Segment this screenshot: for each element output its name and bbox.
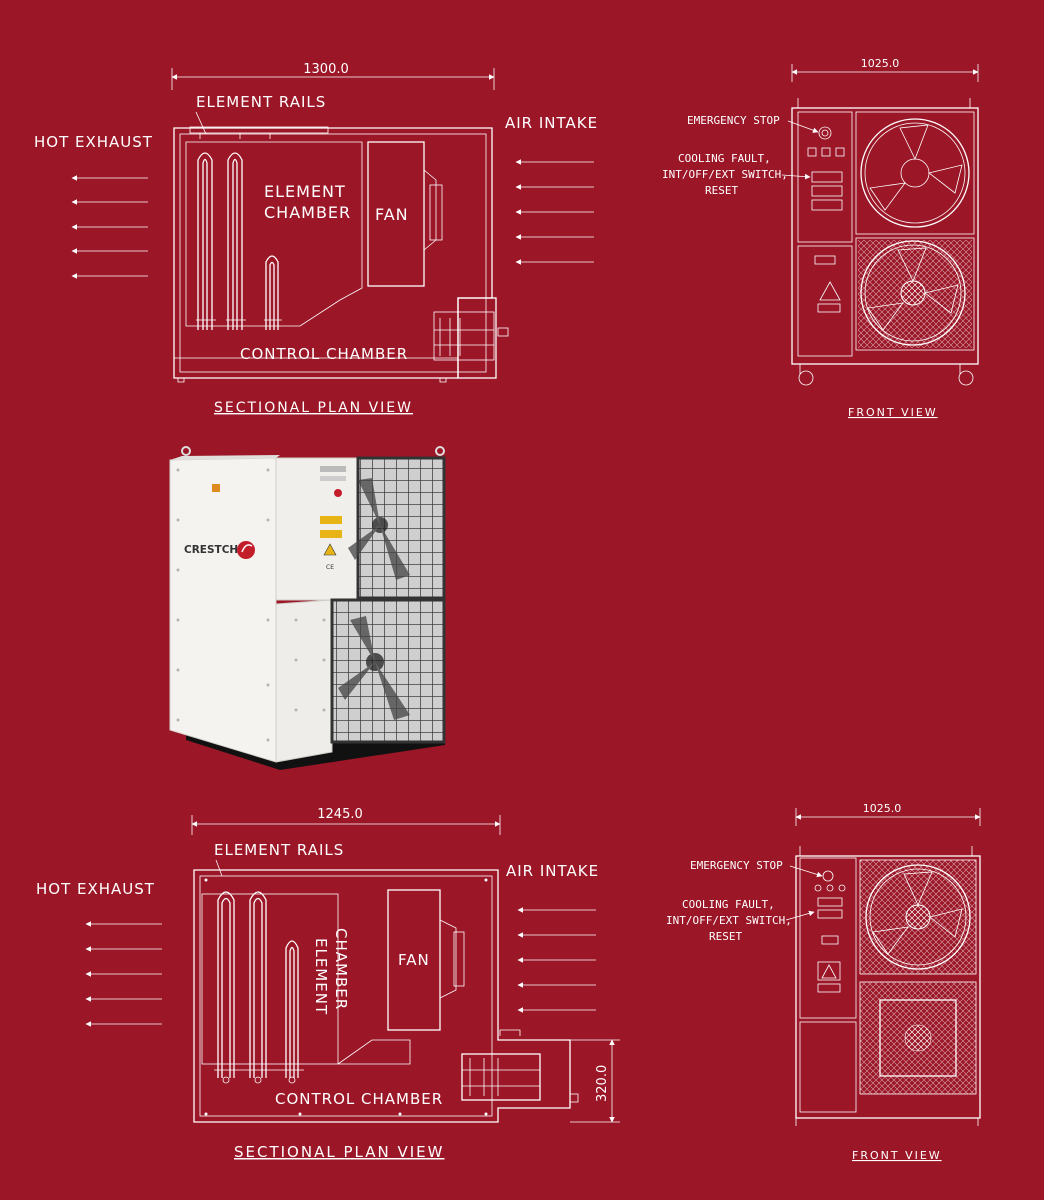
top-element-chamber-label-1: ELEMENT: [264, 182, 346, 201]
bottom-front-caption: FRONT VIEW: [852, 1149, 942, 1162]
bottom-cooling-fault-label-2: INT/OFF/EXT SWITCH,: [666, 914, 792, 927]
bottom-exhaust-arrows: [85, 921, 162, 1027]
top-section-caption: SECTIONAL PLAN VIEW: [214, 400, 413, 416]
top-cooling-fault-label-1: COOLING FAULT,: [678, 152, 771, 165]
top-fan-label: FAN: [375, 205, 409, 224]
ce-mark: CE: [326, 564, 334, 571]
bottom-section-caption: SECTIONAL PLAN VIEW: [234, 1143, 444, 1161]
bottom-front-view: 1025.0 EMERGENCY STOP COOLING FAULT, INT…: [666, 802, 981, 1162]
bottom-intake-arrows: [517, 907, 596, 1013]
bottom-emergency-stop-label: EMERGENCY STOP: [690, 859, 783, 872]
top-hot-exhaust-label: HOT EXHAUST: [34, 133, 153, 151]
bottom-cooling-fault-label-1: COOLING FAULT,: [682, 898, 775, 911]
bottom-air-intake-label: AIR INTAKE: [506, 862, 599, 880]
top-control-chamber-label: CONTROL CHAMBER: [240, 345, 408, 363]
bottom-control-chamber-label: CONTROL CHAMBER: [275, 1090, 443, 1108]
top-cooling-fault-label-3: RESET: [705, 184, 738, 197]
bottom-section-height-dim: 320.0: [595, 1065, 610, 1102]
bottom-element-chamber-label-2: CHAMBER: [332, 928, 350, 1010]
top-air-intake-label: AIR INTAKE: [505, 114, 598, 132]
crestchic-logo-text: CRESTCHIC: [184, 544, 250, 556]
top-cooling-fault-label-2: INT/OFF/EXT SWITCH,: [662, 168, 788, 181]
bottom-cooling-fault-label-3: RESET: [709, 930, 742, 943]
heating-elements: [196, 152, 282, 330]
top-element-rails-label: ELEMENT RAILS: [196, 93, 326, 111]
top-front-view: 1025.0 EMERGENCY STOP: [662, 57, 979, 419]
bottom-element-chamber-label-1: ELEMENT: [312, 938, 330, 1015]
top-front-width-dim: 1025.0: [861, 57, 900, 70]
top-element-chamber-label-2: CHAMBER: [264, 203, 351, 222]
crestchic-logo-icon: [237, 541, 255, 559]
top-emergency-stop-label: EMERGENCY STOP: [687, 114, 780, 127]
bottom-front-width-dim: 1025.0: [863, 802, 902, 815]
bottom-fan-housing: [387, 889, 441, 1031]
bottom-element-rails-label: ELEMENT RAILS: [214, 841, 344, 859]
top-sectional-plan-view: 1300.0 ELEMENT RAILS: [34, 62, 598, 416]
bottom-hot-exhaust-label: HOT EXHAUST: [36, 880, 155, 898]
product-photo: CE CRESTCHIC: [169, 446, 446, 770]
top-fan-housing: [367, 141, 425, 287]
bottom-section-width-dim: 1245.0: [317, 807, 363, 822]
top-section-width-dim: 1300.0: [303, 62, 349, 77]
top-front-caption: FRONT VIEW: [848, 406, 938, 419]
top-intake-arrows: [515, 159, 594, 265]
bottom-heating-elements: [214, 891, 304, 1084]
top-exhaust-arrows: [71, 175, 148, 279]
bottom-sectional-plan-view: 1245.0 320.0: [36, 807, 620, 1161]
bottom-fan-label: FAN: [398, 951, 430, 969]
